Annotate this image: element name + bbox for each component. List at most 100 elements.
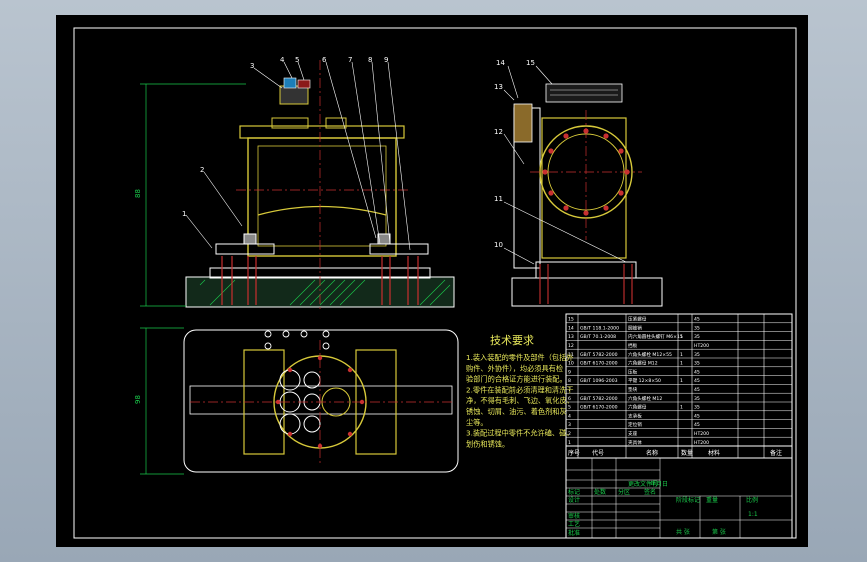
title-block [565,457,793,539]
titleblock-label: 标记 [568,488,580,496]
top-view [140,327,459,475]
bom-cell: GB/T 118.1-2000 [580,325,619,331]
bom-header: 数量 [681,449,693,457]
titleblock-label: 1:1 [748,511,758,518]
bom-cell: 挡板 [628,342,638,349]
bom-cell: 6 [568,396,571,402]
bom-cell: 夹具体 [628,439,642,446]
callout-4: 4 [280,56,285,64]
titleblock-label: 年月日 [650,480,668,488]
callout-5: 5 [295,56,299,64]
dimension-height: 88 [134,189,142,198]
callout-12: 12 [494,128,503,136]
bom-cell: 六角螺母 [628,404,647,411]
titleblock-label: 处数 [594,488,606,496]
bom-cell: 8 [568,378,571,384]
bom-cell: 45 [694,369,700,375]
bom-cell: HT200 [694,440,709,446]
bom-cell: 14 [568,325,574,331]
callout-10: 10 [494,241,503,249]
bom-cell: 1 [680,361,683,367]
bom-cell: 45 [694,422,700,428]
bom-cell: 平键 12×8×50 [628,377,661,384]
bom-cell: 圆锥销 [628,324,642,331]
bom-header: 代号 [592,449,604,457]
bom-cell: 压紧螺母 [628,316,647,323]
bom-cell: GB/T 5782-2000 [580,352,618,358]
tech-line: 锈蚀、切屑、油污、着色剂和灰 [466,407,567,416]
side-view [503,65,663,307]
bom-cell: 1 [680,378,683,384]
bom-cell: GB/T 6170-2000 [580,361,618,367]
tech-line: 划伤和锈蚀。 [466,439,509,448]
titleblock-label: 签名 [644,488,656,496]
callout-13: 13 [494,83,503,91]
inner-border [73,27,797,539]
titleblock-label: 批准 [568,529,580,537]
bom-cell: 垫块 [628,386,638,393]
tech-line: 购件、外协件），均必须具有检 [466,364,563,373]
callout-6: 6 [322,56,327,64]
callout-9: 9 [384,56,388,64]
titleblock-label: 第 张 [712,528,726,536]
bom-cell: 45 [694,378,700,384]
callout-14: 14 [496,59,505,67]
bom-cell: 12 [568,343,574,349]
bom-cell: 4 [568,413,571,419]
bom-cell: 35 [694,405,700,411]
bom-cell: GB/T 70.1-2008 [580,334,616,340]
bom-cell: 压板 [628,368,638,375]
bom-cell: GB/T 1096-2003 [580,378,618,384]
callout-1: 1 [182,210,186,218]
bom-cell: 45 [694,413,700,419]
bom-cell: 支承板 [628,412,642,419]
titleblock-label: 共 张 [676,528,690,536]
bom-cell: 3 [568,422,571,428]
bom-cell: 35 [694,334,700,340]
callout-11: 11 [494,195,503,203]
tech-line: 2.零件在装配前必须清理和清洗干 [466,385,573,394]
bom-cell: 35 [694,352,700,358]
front-view [140,60,455,310]
bom-header: 备注 [770,449,782,457]
bom-cell: 六角头螺栓 M12×55 [628,351,672,358]
bom-cell: 45 [694,317,700,323]
bom-cell: 7 [568,387,571,393]
callout-8: 8 [368,56,372,64]
titleblock-label: 重量 [706,496,718,504]
tech-line: 尘等。 [466,418,488,427]
bom-cell: 35 [694,396,700,402]
bom-cell: 11 [568,352,574,358]
bom-cell: 1 [680,352,683,358]
bom-cell: 9 [568,369,571,375]
bom-cell: 内六角圆柱头螺钉 M6×15 [628,333,683,340]
callout-15: 15 [526,59,535,67]
tech-line: 验部门的合格证方能进行装配。 [466,375,567,384]
bom-header: 序号 [568,449,580,457]
dimension-width: 98 [134,395,142,404]
bom-cell: GB/T 6170-2000 [580,405,618,411]
bom-header: 名称 [646,449,658,457]
bom-cell: 10 [568,361,574,367]
bom-cell: 45 [694,387,700,393]
titleblock-label: 阶段标记 [676,496,700,504]
bom-cell: 35 [694,325,700,331]
bom-cell: 35 [694,361,700,367]
bom-cell: 1 [680,405,683,411]
bom-cell: HT200 [694,343,709,349]
tech-line: 3.装配过程中零件不允许磕、碰、 [466,429,573,438]
titleblock-label: 分区 [618,488,630,496]
bom-cell: 六角头螺栓 M12 [628,395,662,402]
bom-cell: 2 [568,431,571,437]
titleblock-label: 设计 [568,496,580,504]
callout-7: 7 [348,56,352,64]
titleblock-label: 审核 [568,512,580,520]
bom-cell: 定位销 [628,421,642,428]
bom-cell: 15 [568,317,574,323]
technical-requirements: 技术要求 1.装入装配的零件及部件（包括外购件、外协件），均必须具有检验部门的合… [466,334,574,448]
bom-cell: HT200 [694,431,709,437]
bom-cell: GB/T 5782-2000 [580,396,618,402]
titleblock-label: 比例 [746,496,758,504]
